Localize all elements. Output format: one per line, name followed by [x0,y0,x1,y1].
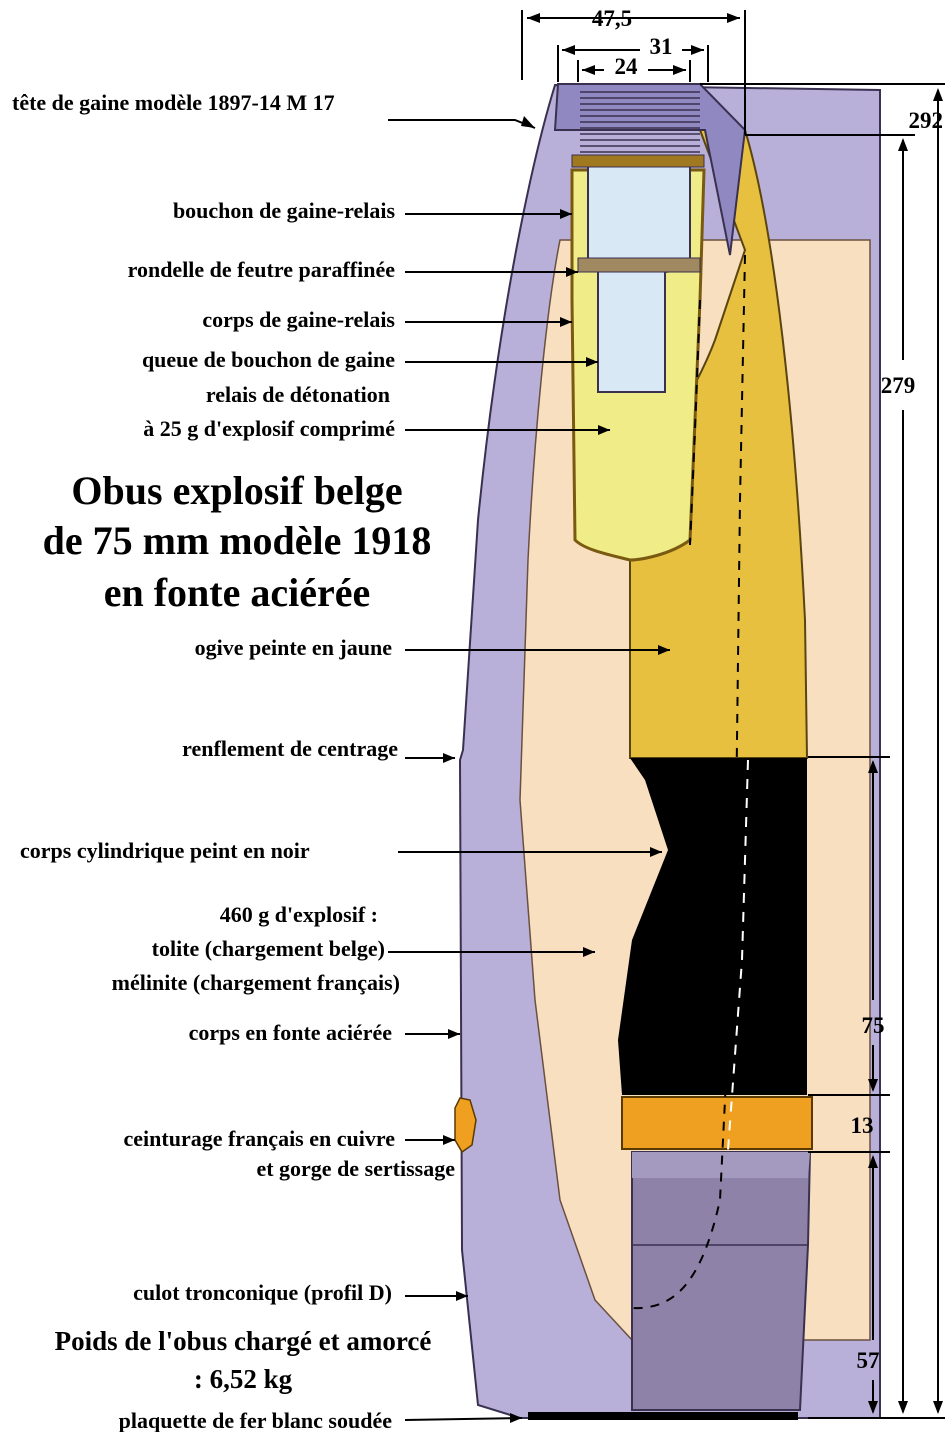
label-ceinturage-1: ceinturage français en cuivre [124,1126,396,1151]
tin-plate [528,1412,798,1420]
label-relais-2: à 25 g d'explosif comprimé [143,416,395,441]
dim-292: 292 [909,108,944,133]
leader-tete-gaine [388,119,536,129]
base-upper-band [632,1152,810,1178]
copper-driving-band [621,1096,813,1150]
dim-47-5: 47,5 [592,6,632,31]
label-relais-1: relais de détonation [206,382,390,407]
title-line-2: de 75 mm modèle 1918 [43,518,432,563]
label-corps-cylindrique: corps cylindrique peint en noir [20,838,310,863]
leader-plaquette [404,1417,523,1421]
label-ogive: ogive peinte en jaune [195,635,393,660]
label-explosif-2: tolite (chargement belge) [152,936,385,961]
hidden-outline [629,254,746,1310]
label-plaquette: plaquette de fer blanc soudée [119,1408,393,1432]
label-corps-fonte: corps en fonte aciérée [189,1020,393,1045]
dim-57: 57 [857,1348,880,1373]
hidden-outline-white [727,759,749,1151]
ogive-yellow [629,87,809,759]
title-line-3: en fonte aciérée [104,570,371,615]
dim-24: 24 [615,54,639,79]
shell-cross-section [454,83,881,1420]
weight-line-1: Poids de l'obus chargé et amorcé [55,1326,432,1356]
dim-13: 13 [851,1113,874,1138]
label-explosif-3: mélinite (chargement français) [112,970,400,995]
title-line-1: Obus explosif belge [71,468,402,513]
label-rondelle: rondelle de feutre paraffinée [128,257,396,282]
label-bouchon-gaine-relais: bouchon de gaine-relais [173,198,396,223]
black-cylinder-body [618,758,807,1095]
dim-31: 31 [650,34,673,59]
fuze-head [553,83,747,256]
fuze-threads [580,91,700,153]
label-tete-gaine: tête de gaine modèle 1897-14 M 17 [12,90,335,115]
weight-line-2: : 6,52 kg [194,1364,293,1394]
felt-washer [577,257,701,273]
label-ceinturage-2: et gorge de sertissage [256,1156,455,1181]
dim-279: 279 [881,373,916,398]
label-renflement: renflement de centrage [182,736,398,761]
dim-75: 75 [862,1013,885,1038]
label-explosif-1: 460 g d'explosif : [220,902,378,927]
leader-arrowheads [443,116,670,1423]
dimension-lines [521,10,945,1419]
label-corps-gaine-relais: corps de gaine-relais [202,307,395,332]
label-queue-bouchon: queue de bouchon de gaine [142,347,395,372]
copper-band-left [454,1097,477,1154]
label-culot: culot tronconique (profil D) [133,1280,392,1305]
gaine-collar [571,154,705,168]
